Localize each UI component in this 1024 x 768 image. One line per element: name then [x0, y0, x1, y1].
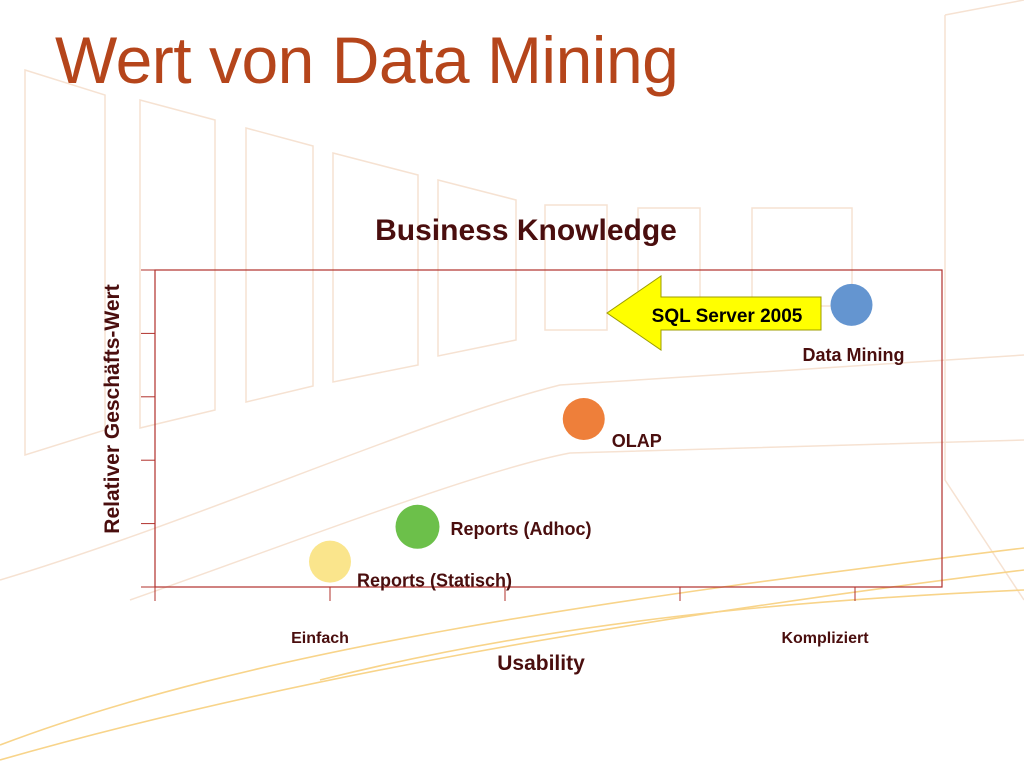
data-label-2: OLAP	[612, 431, 662, 451]
y-axis-ticks	[141, 269, 155, 588]
slide-title: Wert von Data Mining	[55, 23, 679, 97]
data-points: Reports (Statisch) Reports (Adhoc) OLAP Dat…	[309, 283, 905, 591]
x-axis-ticks	[154, 587, 856, 601]
x-tick-labels: Einfach Kompliziert	[291, 630, 869, 647]
x-tick-label-0: Einfach	[291, 630, 349, 647]
data-point-2	[562, 397, 605, 440]
plot-frame	[154, 269, 943, 588]
callout-text: SQL Server 2005	[652, 306, 803, 327]
data-label-0: Reports (Statisch)	[357, 571, 512, 591]
data-label-3: Data Mining	[803, 345, 905, 365]
data-point-0	[309, 540, 351, 583]
data-label-1: Reports (Adhoc)	[451, 519, 592, 539]
x-axis-label: Usability	[497, 652, 585, 675]
x-tick-label-1: Kompliziert	[781, 630, 869, 647]
callout-arrow: SQL Server 2005	[606, 275, 822, 351]
data-point-3	[830, 283, 873, 326]
y-axis-label: Relativer Geschäfts-Wert	[101, 284, 124, 533]
callout-arrow-shape	[606, 275, 822, 351]
data-point-1	[395, 504, 440, 549]
chart-title: Business Knowledge	[375, 214, 677, 247]
